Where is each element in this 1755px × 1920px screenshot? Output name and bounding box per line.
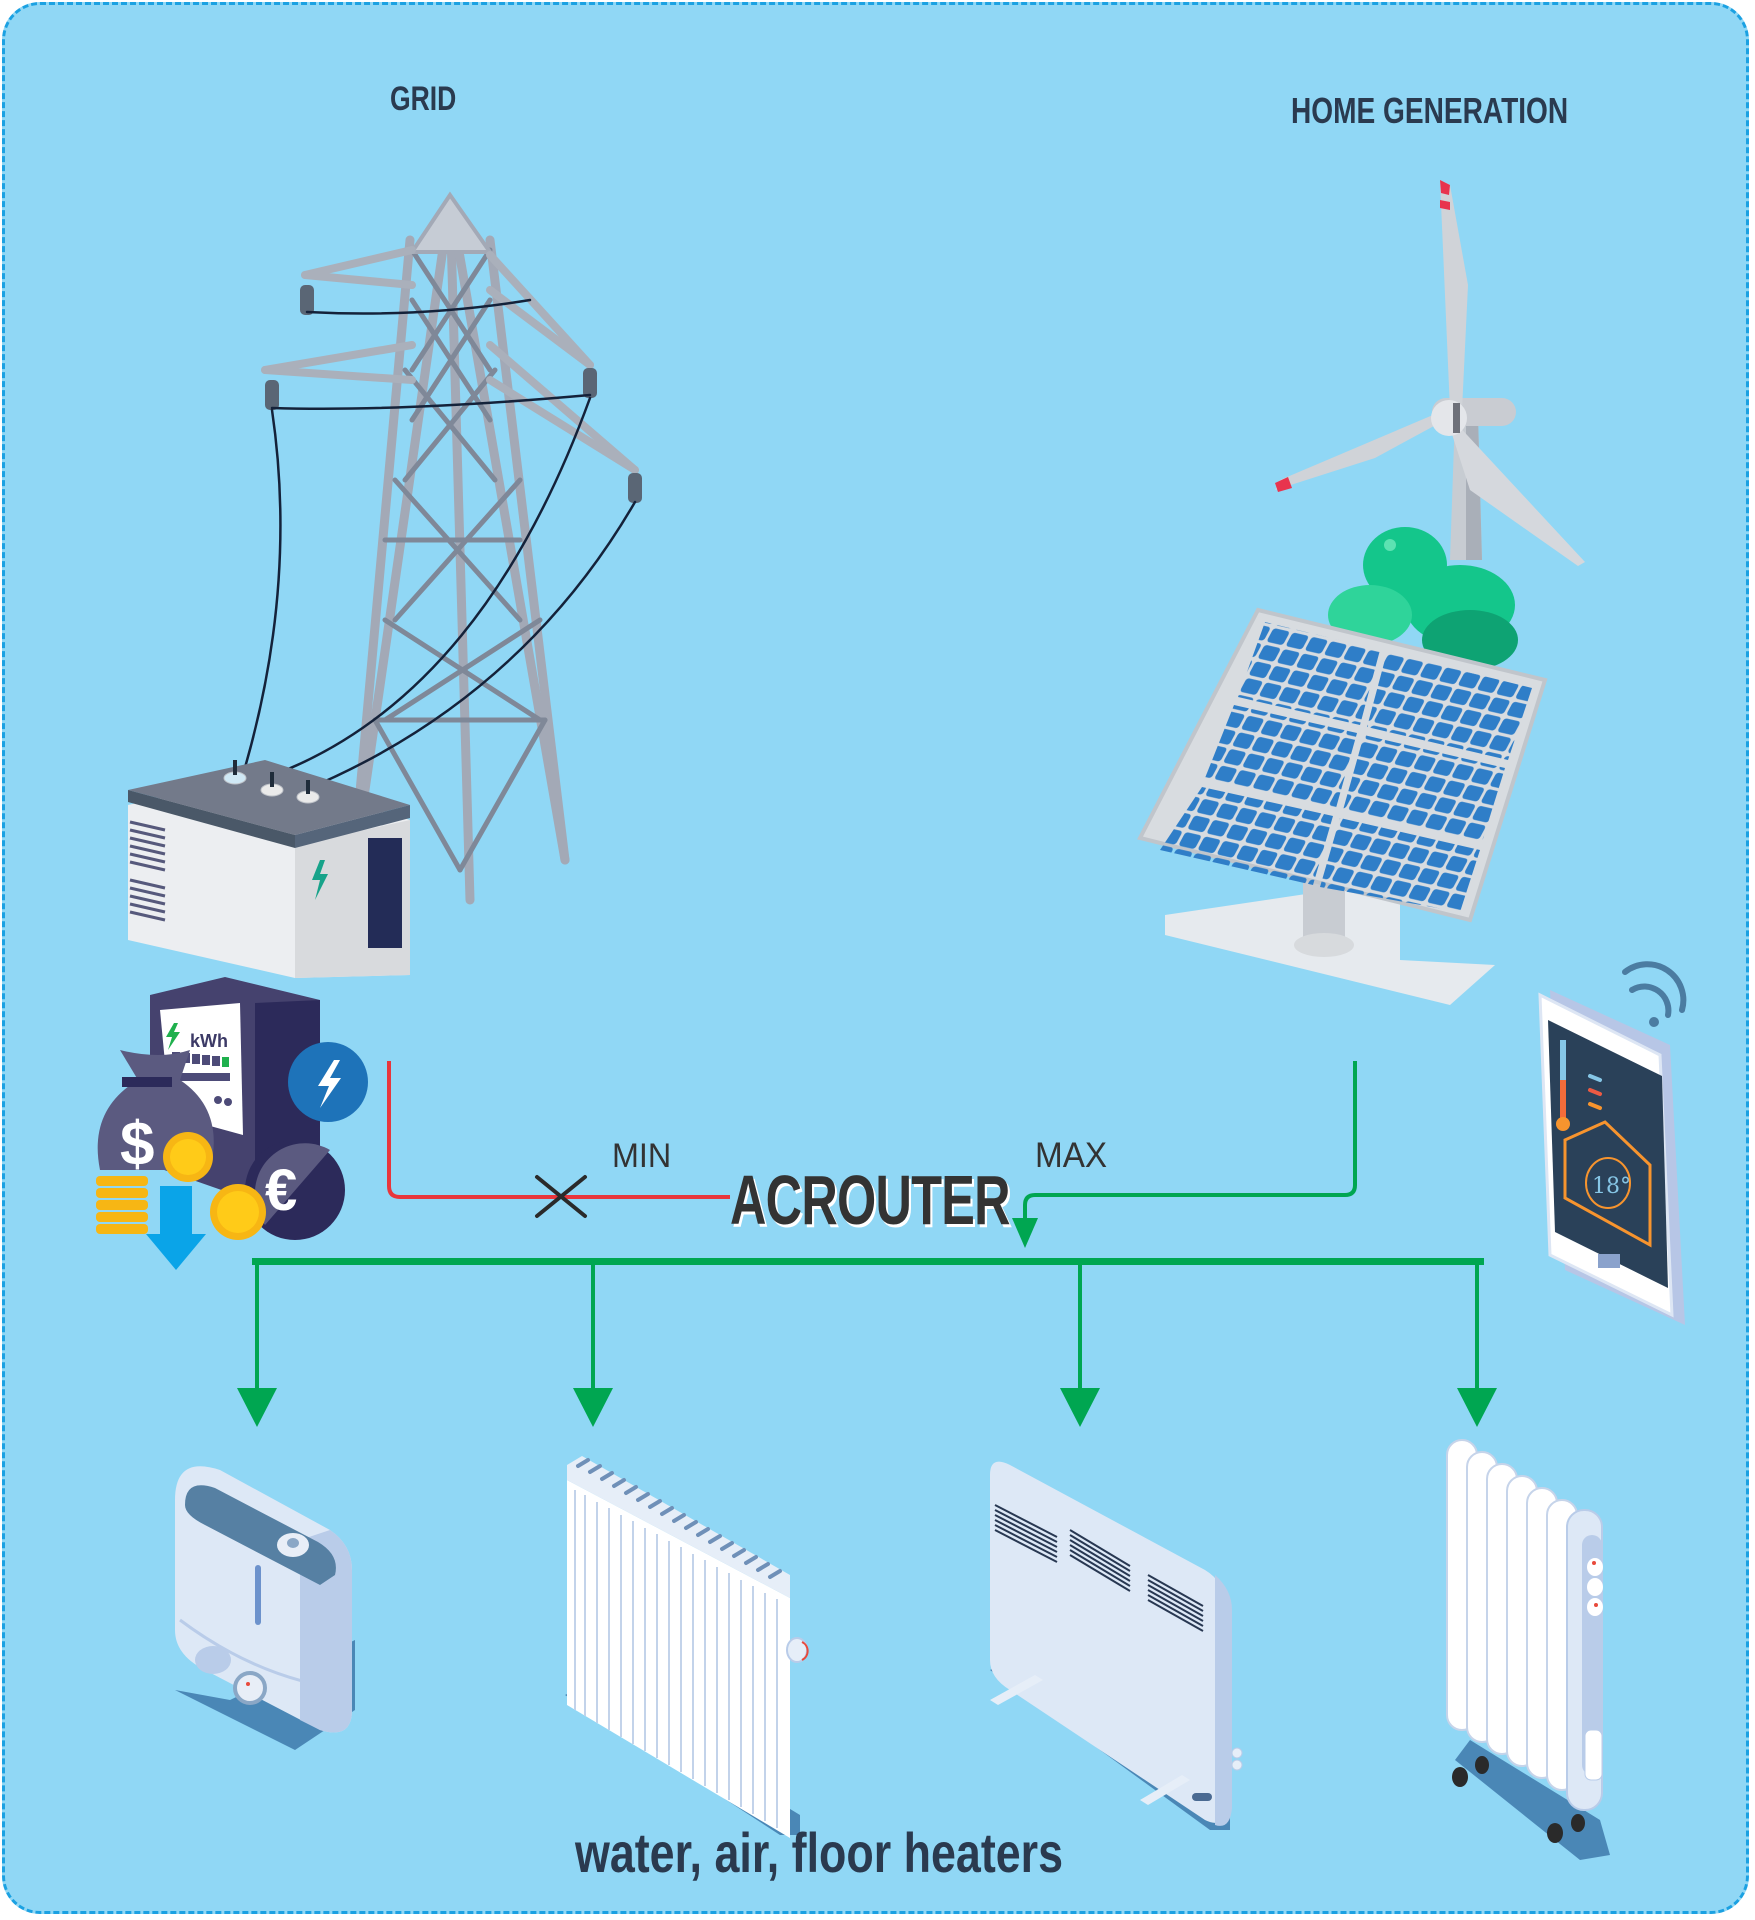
grid-supply-line <box>387 1061 730 1199</box>
coins-icon: € <box>96 1132 345 1240</box>
home-supply-line <box>1012 1061 1357 1248</box>
arrow-to-oil-heater <box>1457 1388 1497 1427</box>
convector-heater-icon <box>990 1461 1243 1830</box>
max-priority-label: MAX <box>1035 1136 1108 1175</box>
arrow-to-panel-radiator <box>573 1388 613 1427</box>
loads-caption: water, air, floor heaters <box>575 1821 1064 1884</box>
wind-turbine-icon <box>1275 180 1585 566</box>
arrow-to-convector <box>1060 1388 1100 1427</box>
dollar-symbol: $ <box>120 1110 154 1179</box>
smart-thermostat-phone-icon: 18° <box>1538 990 1685 1325</box>
distribution-bus <box>237 1258 1497 1427</box>
water-heater-icon <box>175 1466 355 1750</box>
acrouter-label: ACROUTER <box>730 1161 1011 1239</box>
solar-panel-icon <box>1137 607 1548 1005</box>
home-generation-title: HOME GENERATION <box>1291 90 1569 131</box>
wifi-icon <box>1622 961 1687 1027</box>
thermostat-temperature: 18° <box>1592 1174 1631 1199</box>
transformer-icon <box>128 760 410 978</box>
grid-title: GRID <box>390 80 457 118</box>
panel-radiator-icon <box>565 1456 809 1838</box>
arrow-to-water-heater <box>237 1388 277 1427</box>
min-priority-label: MIN <box>612 1137 672 1175</box>
bush-icon <box>1328 527 1518 670</box>
transmission-tower-icon <box>233 191 642 905</box>
euro-symbol: € <box>265 1158 297 1223</box>
cost-down-arrow-icon <box>146 1186 206 1270</box>
oil-heater-icon <box>1446 1439 1610 1860</box>
meter-kwh-text: kWh <box>190 1031 228 1051</box>
grid-blocked-x-icon <box>535 1175 587 1218</box>
